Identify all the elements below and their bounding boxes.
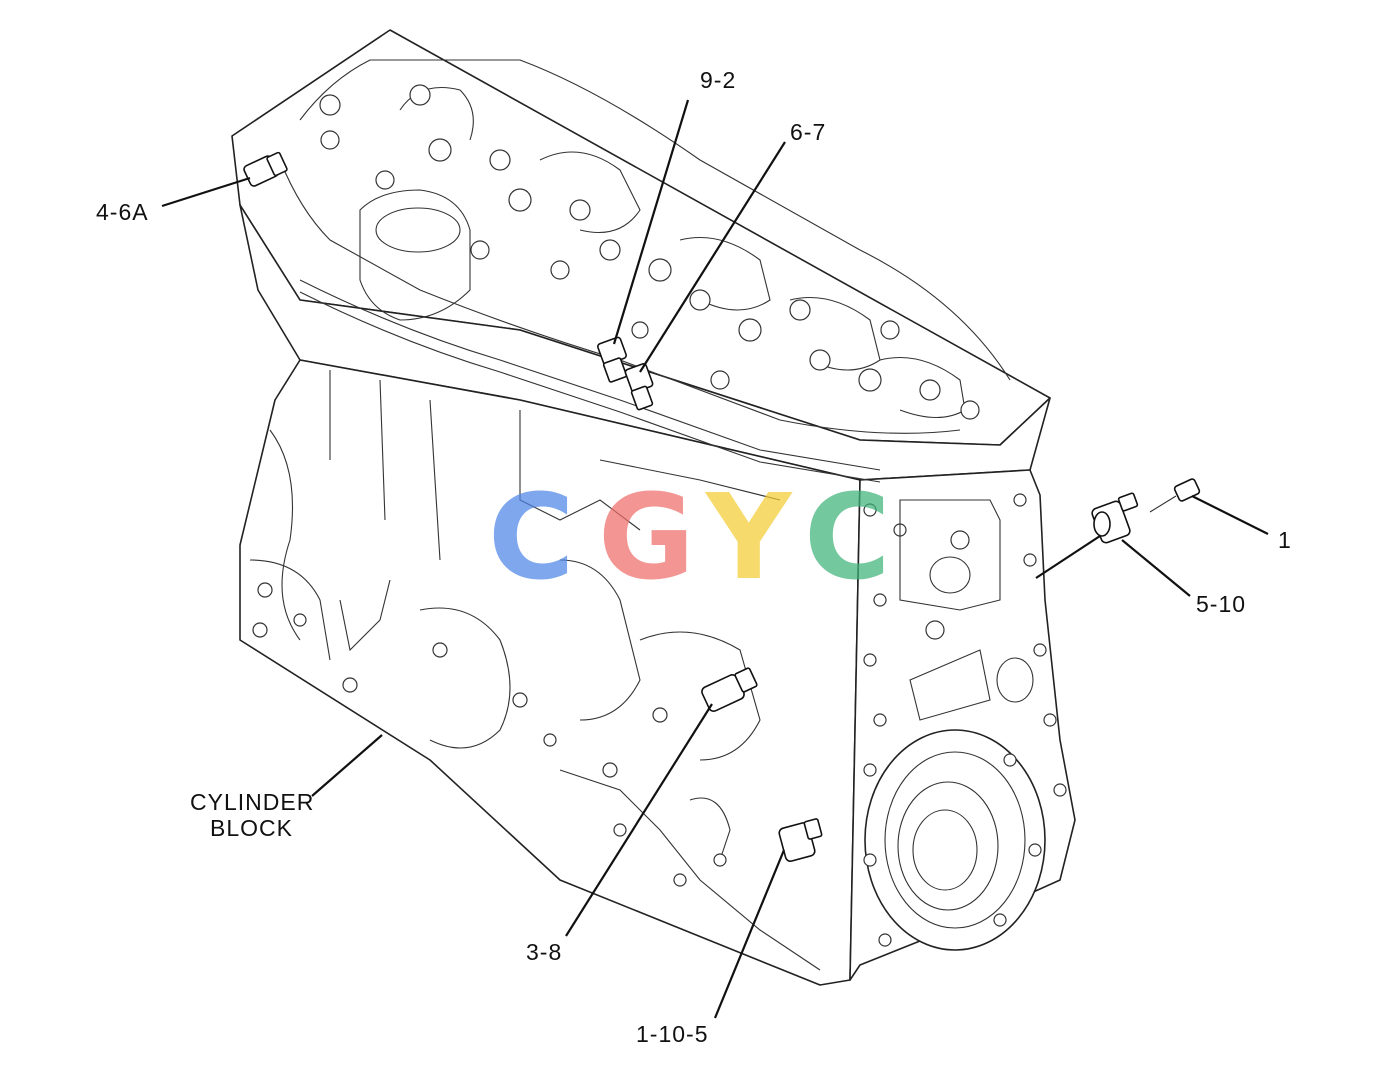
label-1: 1 (1278, 527, 1292, 553)
leader-5-10 (1121, 539, 1191, 597)
leader-cylinder-block (311, 734, 383, 797)
watermark-letter-g: G (598, 468, 695, 606)
leader-1 (1191, 495, 1269, 535)
label-3-8: 3-8 (526, 939, 562, 965)
callouts: 9-2 6-7 4-6A 1 5-10 3-8 1-10-5 CYLINDER … (96, 67, 1292, 1047)
bolt-1 (1149, 478, 1201, 513)
leader-4-6a (161, 176, 251, 208)
watermark-letter-c2: C (804, 468, 891, 606)
label-5-10: 5-10 (1196, 591, 1246, 617)
leader-lines (161, 99, 1269, 1019)
leader-9-2 (612, 99, 690, 345)
leader-3-8 (565, 703, 713, 937)
block-left-side (239, 359, 861, 986)
sensor-5-10 (1091, 492, 1139, 544)
label-cylinder-block-line2: BLOCK (210, 815, 293, 841)
watermark-letter-c1: C (488, 468, 575, 606)
leader-1-10-5 (713, 849, 786, 1019)
sensor-1-10-5 (778, 818, 823, 862)
watermark-letter-y: Y (704, 468, 793, 606)
leader-5-10-block (1035, 535, 1101, 579)
engine-block-drawing (231, 29, 1076, 986)
sensor-9-2 (597, 336, 628, 383)
label-1-10-5: 1-10-5 (636, 1021, 708, 1047)
label-cylinder-block-line1: CYLINDER (190, 789, 314, 815)
head-bolts (319, 84, 980, 420)
sensor-6-7 (624, 363, 654, 411)
cylinder-head-side (239, 204, 1051, 481)
watermark: C G Y C (488, 468, 891, 606)
label-9-2: 9-2 (700, 67, 736, 93)
label-4-6a: 4-6A (96, 199, 149, 225)
sensor-4-6a (243, 151, 288, 187)
sensor-3-8 (701, 667, 758, 712)
front-cover-details (863, 493, 1067, 951)
leader-6-7 (639, 141, 786, 373)
crank-seal-housing (864, 729, 1046, 951)
label-6-7: 6-7 (790, 119, 826, 145)
